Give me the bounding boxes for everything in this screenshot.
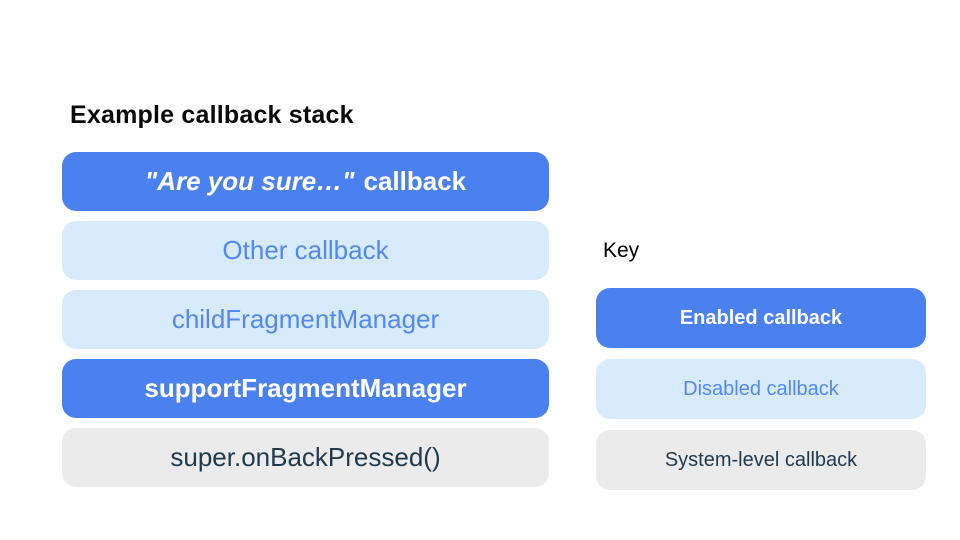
stack-item-label: callback xyxy=(363,166,467,196)
key-item-label: Enabled callback xyxy=(679,306,843,329)
stack-item-are-you-sure-callback: "Are you sure…" callback xyxy=(62,152,549,211)
stack-item-support-fragment-manager: supportFragmentManager xyxy=(62,359,549,418)
key-legend: Enabled callback Disabled callback Syste… xyxy=(596,288,926,490)
key-item-disabled-callback: Disabled callback xyxy=(596,359,926,419)
stack-item-label: super.onBackPressed() xyxy=(170,442,441,472)
key-item-label: Disabled callback xyxy=(683,377,839,400)
stack-item-label: Other callback xyxy=(222,235,389,265)
stack-item-other-callback: Other callback xyxy=(62,221,549,280)
callback-stack: "Are you sure…" callback Other callback … xyxy=(62,152,549,487)
stack-item-super-on-back-pressed: super.onBackPressed() xyxy=(62,428,549,487)
stack-title: Example callback stack xyxy=(70,101,354,129)
stack-item-label: supportFragmentManager xyxy=(144,373,467,403)
key-item-system-level-callback: System-level callback xyxy=(596,430,926,490)
stack-item-label: childFragmentManager xyxy=(171,304,440,334)
key-title: Key xyxy=(603,239,640,262)
stack-item-child-fragment-manager: childFragmentManager xyxy=(62,290,549,349)
key-item-label: System-level callback xyxy=(664,448,858,471)
key-item-enabled-callback: Enabled callback xyxy=(596,288,926,348)
stack-item-label-italic: "Are you sure…" xyxy=(144,166,355,196)
